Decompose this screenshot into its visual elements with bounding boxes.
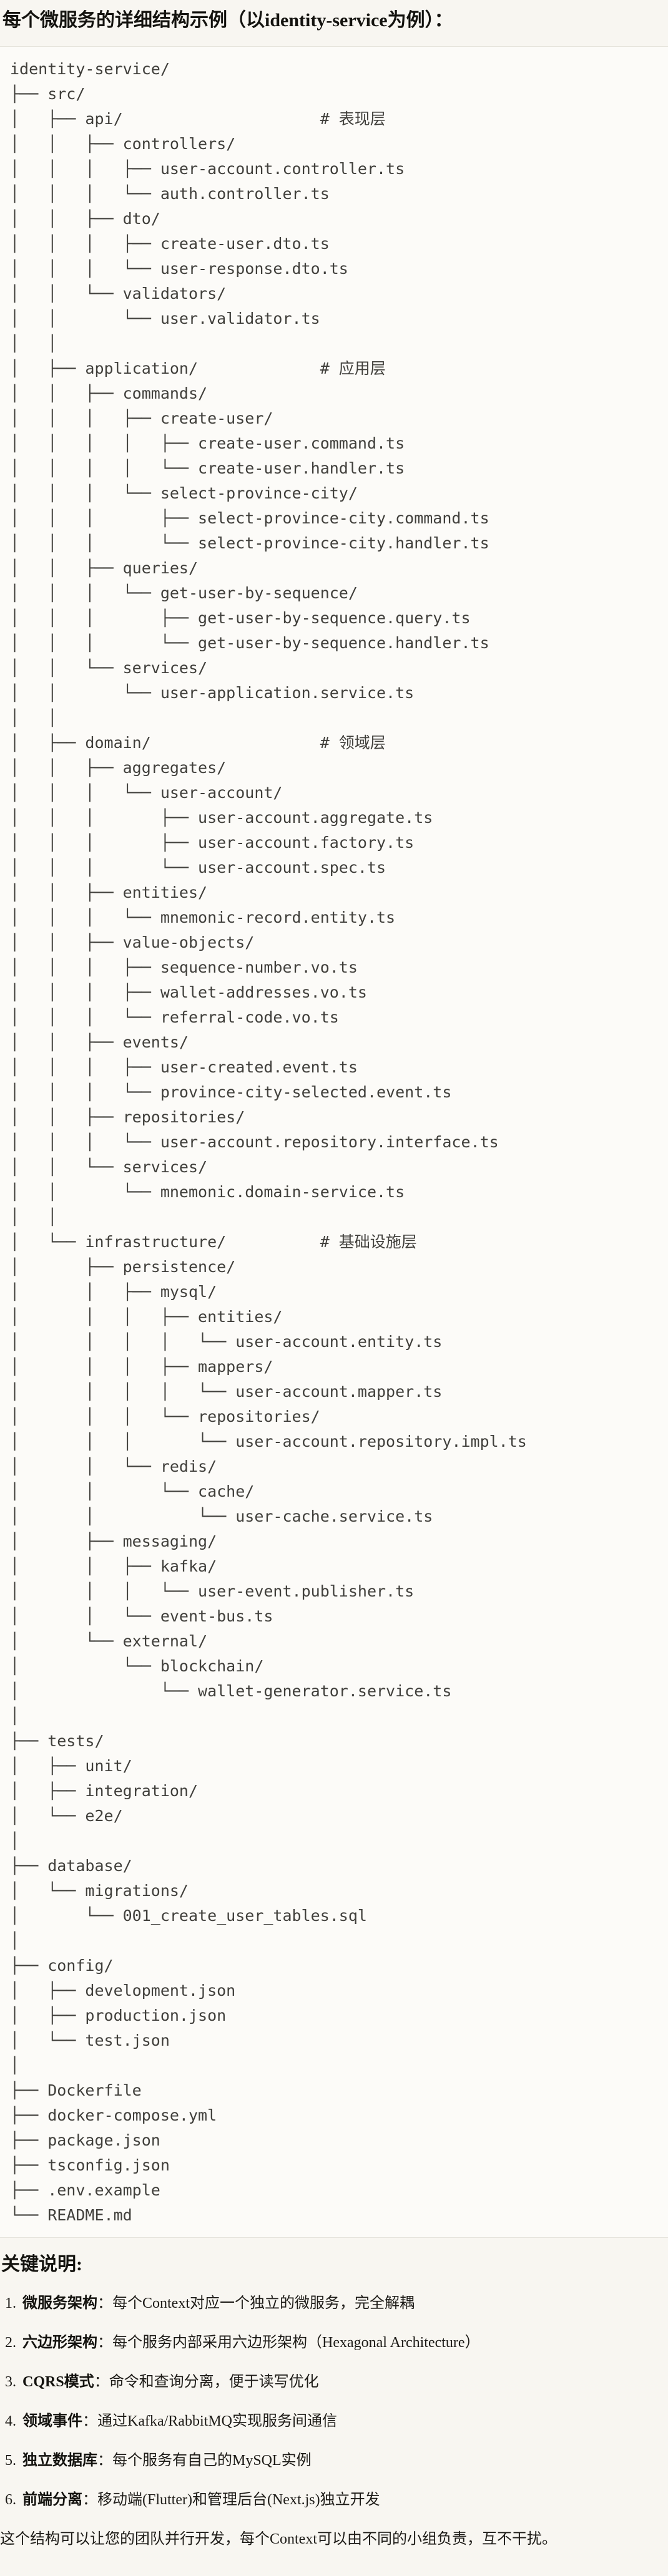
note-colon: ：	[82, 2413, 97, 2429]
note-term: 领域事件	[22, 2413, 82, 2429]
note-colon: ：	[97, 2452, 112, 2469]
note-desc: 每个Context对应一个独立的微服务，完全解耦	[112, 2295, 415, 2311]
note-number: 1.	[5, 2295, 16, 2311]
notes-title: 关键说明:	[1, 2254, 82, 2275]
note-term: 微服务架构	[22, 2295, 97, 2311]
directory-tree-code-block: identity-service/ ├── src/ │ ├── api/ # …	[0, 46, 668, 2238]
note-term: 前端分离	[22, 2492, 82, 2508]
note-term: 六边形架构	[22, 2335, 97, 2351]
note-item: 4. 领域事件：通过Kafka/RabbitMQ实现服务间通信	[5, 2411, 668, 2432]
note-colon: ：	[97, 2335, 112, 2351]
note-number: 6.	[5, 2492, 16, 2508]
closing-paragraph: 这个结构可以让您的团队并行开发，每个Context可以由不同的小组负责，互不干扰…	[0, 2531, 557, 2547]
note-desc: 通过Kafka/RabbitMQ实现服务间通信	[97, 2413, 337, 2429]
note-term: 独立数据库	[22, 2452, 97, 2469]
directory-tree: identity-service/ ├── src/ │ ├── api/ # …	[10, 60, 527, 2224]
note-item: 6. 前端分离：移动端(Flutter)和管理后台(Next.js)独立开发	[5, 2489, 668, 2510]
note-desc: 每个服务有自己的MySQL实例	[112, 2452, 312, 2469]
note-number: 4.	[5, 2413, 16, 2429]
note-desc: 命令和查询分离，便于读写优化	[109, 2374, 319, 2390]
note-colon: ：	[82, 2492, 97, 2508]
note-item: 5. 独立数据库：每个服务有自己的MySQL实例	[5, 2450, 668, 2471]
note-desc: 每个服务内部采用六边形架构（Hexagonal Architecture）	[112, 2335, 480, 2351]
note-number: 2.	[5, 2335, 16, 2351]
note-colon: ：	[97, 2295, 112, 2311]
page-title: 每个微服务的详细结构示例（以identity-service为例）：	[2, 10, 453, 31]
note-item: 2. 六边形架构：每个服务内部采用六边形架构（Hexagonal Architec…	[5, 2332, 668, 2353]
note-desc: 移动端(Flutter)和管理后台(Next.js)独立开发	[97, 2492, 380, 2508]
note-term: CQRS模式	[22, 2374, 94, 2390]
note-number: 5.	[5, 2452, 16, 2469]
note-colon: ：	[94, 2374, 109, 2390]
note-item: 3. CQRS模式：命令和查询分离，便于读写优化	[5, 2371, 668, 2393]
note-number: 3.	[5, 2374, 16, 2390]
note-item: 1. 微服务架构：每个Context对应一个独立的微服务，完全解耦	[5, 2293, 668, 2314]
chat-message: 每个微服务的详细结构示例（以identity-service为例）： ident…	[0, 7, 668, 2550]
notes-list: 1.微服务架构：每个Context对应一个独立的微服务，完全解耦 2.六边形架构…	[0, 2293, 668, 2510]
